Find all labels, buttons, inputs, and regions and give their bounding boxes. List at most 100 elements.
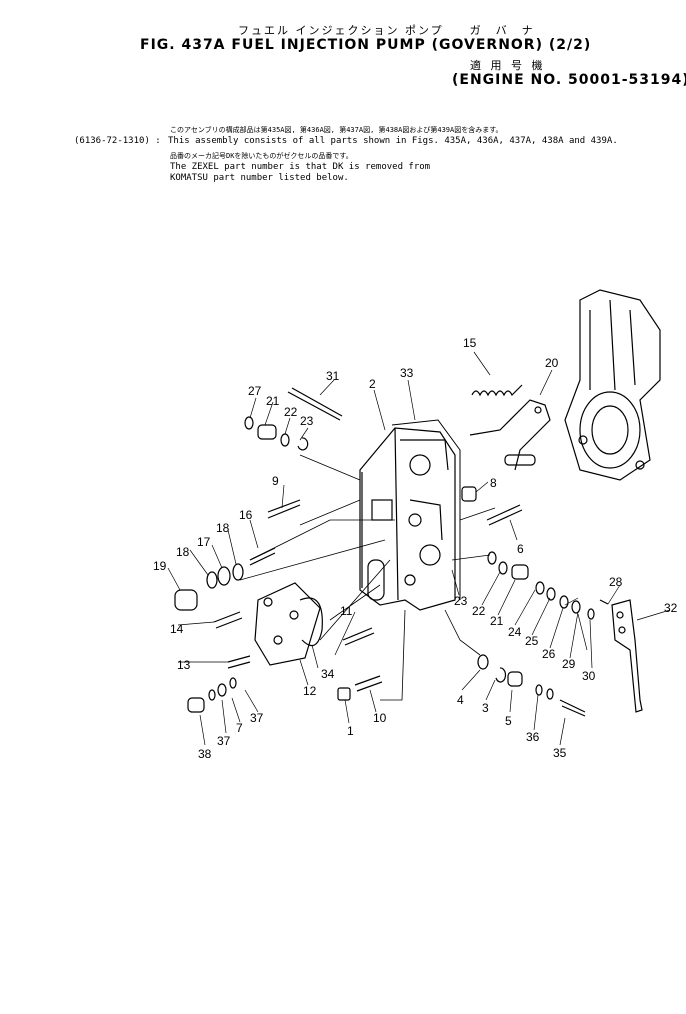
callout: 23 [300,414,314,428]
bolt [342,627,375,646]
callout: 21 [490,614,504,628]
washer [535,581,545,595]
callout: 37 [250,711,264,725]
bolt [559,699,586,717]
snap-ring [297,437,309,451]
callout: 33 [400,366,414,380]
pump-housing-background [564,289,661,481]
callout: 36 [526,730,540,744]
callout: 13 [177,658,191,672]
washer [546,587,556,601]
callout: 10 [373,711,387,725]
bushing [257,424,277,440]
bushing [511,564,529,580]
plug [461,486,477,502]
callout: 6 [517,542,524,556]
callout: 25 [525,634,539,648]
washer [535,684,543,696]
washer [244,416,254,430]
pin [599,599,609,605]
snap-ring [487,551,497,565]
callout: 22 [472,604,486,618]
stud [249,547,276,566]
bolt-long [287,387,343,421]
callout: 35 [553,746,567,760]
callout: 3 [482,701,489,715]
callout: 24 [508,625,522,639]
callout-labels: 1 2 3 4 5 6 7 8 9 10 11 12 13 14 15 16 1… [153,336,678,761]
bolt [227,655,251,669]
bolt [486,504,523,526]
note-line-4: The ZEXEL part number is that DK is remo… [170,162,431,172]
callout: 14 [170,622,184,636]
callout: 20 [545,356,559,370]
governor-housing [359,427,456,611]
o-ring [559,595,569,609]
callout: 32 [664,601,678,615]
callout: 16 [239,508,253,522]
washer [208,689,216,701]
callout: 29 [562,657,576,671]
washer [571,600,581,614]
callout: 19 [153,559,167,573]
callout: 18 [176,545,190,559]
bolt [213,611,243,629]
callout: 23 [454,594,468,608]
note-line-5: KOMATSU part number listed below. [170,173,349,183]
nut [217,683,227,697]
note-line-1-jp: このアセンブリの構成部品は第435A図, 第436A図, 第437A図, 第43… [170,126,503,134]
callout: 38 [198,747,212,761]
callout: 8 [490,476,497,490]
cap-nut [187,697,205,713]
o-ring [280,433,290,447]
callout: 34 [321,667,335,681]
cover-plate [254,582,321,666]
callout: 18 [216,521,230,535]
callout: 12 [303,684,317,698]
callout: 28 [609,575,623,589]
washer [477,654,489,670]
applicable-japanese: 適 用 号 機 [470,59,546,72]
o-ring [498,561,508,575]
washer [232,563,244,581]
callout: 4 [457,693,464,707]
callout: 17 [197,535,211,549]
callout: 37 [217,734,231,748]
nut [337,687,351,701]
callout: 26 [542,647,556,661]
washer [229,677,237,689]
callout: 31 [326,369,340,383]
engine-range: (ENGINE NO. 50001-53194) [452,72,686,88]
callout: 27 [248,384,262,398]
washer [206,571,218,589]
bolt [267,499,301,519]
stud [354,675,383,692]
spring [471,384,523,397]
washer [546,688,554,700]
callout: 1 [347,724,354,738]
figure-title: FIG. 437A FUEL INJECTION PUMP (GOVERNOR)… [140,37,592,53]
snap-ring [495,667,507,683]
nut [217,566,231,586]
lever-bracket [469,399,551,471]
callout: 22 [284,405,298,419]
callout: 21 [266,394,280,408]
pin [507,671,523,687]
callout: 11 [340,604,353,618]
washer [587,608,595,620]
title-japanese: フュエル インジェクション ポンプ ガ バ ナ [238,24,535,37]
cap [174,589,198,611]
gasket [391,419,461,600]
note-line-2: This assembly consists of all parts show… [168,136,618,146]
control-lever [611,599,643,713]
callout: 15 [463,336,477,350]
assembly-part-number: (6136-72-1310) : [74,136,161,146]
callout: 2 [369,377,376,391]
cover-gasket [299,597,323,647]
callout: 30 [582,669,596,683]
callout: 9 [272,474,279,488]
note-line-3-jp: 品番のメーカ記号DKを除いたものがゼクセルの品番です。 [170,152,353,160]
callout: 5 [505,714,512,728]
callout: 7 [236,721,243,735]
